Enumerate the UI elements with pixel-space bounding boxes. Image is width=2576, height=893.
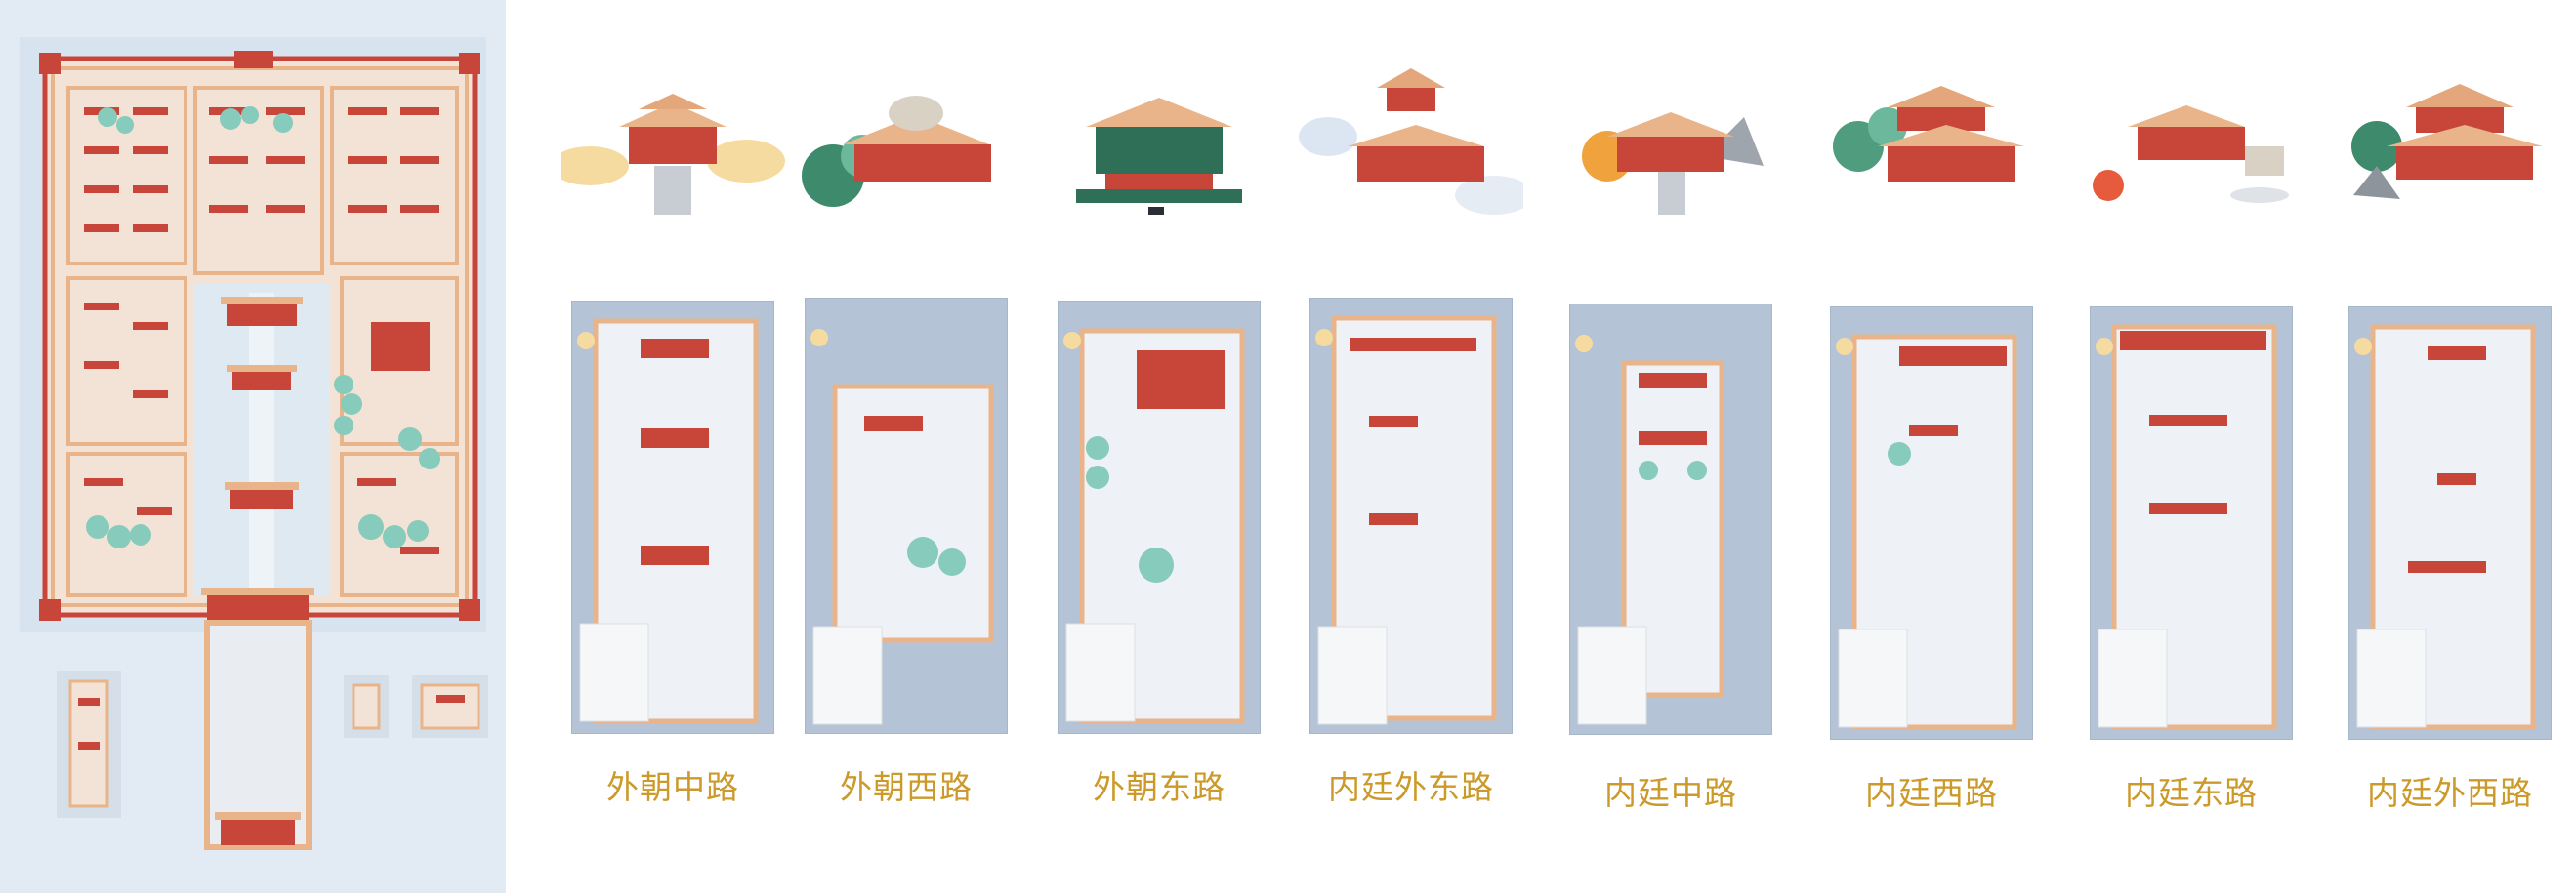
hall-with-rock-garden-illustration xyxy=(2338,0,2562,215)
hall-with-autumn-tree-illustration xyxy=(1558,0,1783,215)
route-label: 外朝西路 xyxy=(840,768,973,806)
route-map-card[interactable] xyxy=(1310,299,1512,733)
route-label: 内廷中路 xyxy=(1604,774,1737,812)
route-label: 外朝东路 xyxy=(1093,768,1226,806)
route-label: 内廷西路 xyxy=(1865,774,1998,812)
hall-with-green-trees-illustration xyxy=(1819,0,2044,215)
hall-with-stage-illustration xyxy=(2079,0,2304,215)
route-map-card[interactable] xyxy=(2349,307,2551,739)
hall-with-clouds-illustration xyxy=(551,0,785,215)
route-label: 内廷东路 xyxy=(2125,774,2258,812)
route-map-card[interactable] xyxy=(572,302,773,733)
route-map-card[interactable] xyxy=(1831,307,2032,739)
green-roof-pavilion-illustration xyxy=(1047,0,1271,215)
route-label: 内廷外西路 xyxy=(2367,774,2533,812)
forbidden-city-overview-map xyxy=(20,37,488,850)
hall-with-pine-illustration xyxy=(794,0,1018,215)
route-map-card[interactable] xyxy=(806,299,1007,733)
pagoda-with-clouds-illustration xyxy=(1299,0,1533,215)
route-label: 内廷外东路 xyxy=(1328,768,1494,806)
overview-map-panel xyxy=(0,0,506,893)
route-map-card[interactable] xyxy=(2091,307,2292,739)
route-map-card[interactable] xyxy=(1570,304,1771,734)
route-map-card[interactable] xyxy=(1059,302,1260,733)
route-label: 外朝中路 xyxy=(606,768,739,806)
